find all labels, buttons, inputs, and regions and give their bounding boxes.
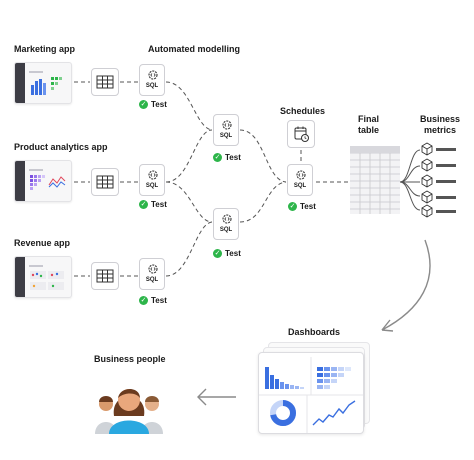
metric-cube-icon bbox=[421, 142, 456, 156]
test-label: Test bbox=[151, 296, 167, 305]
revenue-app-thumbnail bbox=[14, 256, 72, 298]
source-table-product-analytics bbox=[91, 168, 119, 196]
business-metrics-label: Business metrics bbox=[420, 114, 461, 135]
test-badge-marketing: ✓ Test bbox=[139, 100, 167, 109]
heatmap-chart-icon bbox=[29, 169, 66, 190]
check-icon: ✓ bbox=[288, 202, 297, 211]
test-label: Test bbox=[225, 249, 241, 258]
gear-code-icon bbox=[148, 264, 158, 274]
table-icon bbox=[96, 175, 114, 189]
source-table-marketing bbox=[91, 68, 119, 96]
sql-label: SQL bbox=[145, 183, 159, 189]
test-badge-intermediate-1: ✓ Test bbox=[213, 153, 241, 162]
automated-modelling-label: Automated modelling bbox=[148, 44, 240, 54]
dashboard-card-front bbox=[258, 352, 364, 434]
dashboard-charts bbox=[259, 357, 363, 433]
final-table-graphic bbox=[350, 146, 400, 214]
dashboard-bar-chart-icon bbox=[265, 367, 304, 389]
sql-node-product-analytics: SQL bbox=[139, 164, 165, 196]
sql-node-final: SQL bbox=[287, 164, 313, 196]
scatter-chart-icon bbox=[29, 265, 64, 290]
test-label: Test bbox=[300, 202, 316, 211]
table-icon bbox=[96, 269, 114, 283]
check-icon: ✓ bbox=[139, 100, 148, 109]
sql-node-revenue: SQL bbox=[139, 258, 165, 290]
product-analytics-app-label: Product analytics app bbox=[14, 142, 108, 152]
business-metrics-list bbox=[421, 142, 456, 218]
marketing-app-label: Marketing app bbox=[14, 44, 76, 54]
gear-code-icon bbox=[148, 170, 158, 180]
test-badge-revenue: ✓ Test bbox=[139, 296, 167, 305]
gear-code-icon bbox=[222, 120, 232, 130]
sql-label: SQL bbox=[219, 133, 233, 139]
test-badge-intermediate-2: ✓ Test bbox=[213, 249, 241, 258]
marketing-app-thumbnail bbox=[14, 62, 72, 104]
person-icon bbox=[109, 389, 149, 434]
business-people-illustration bbox=[95, 389, 163, 434]
test-label: Test bbox=[225, 153, 241, 162]
gear-code-icon bbox=[148, 70, 158, 80]
bar-chart-icon bbox=[29, 71, 62, 95]
gear-code-icon bbox=[222, 214, 232, 224]
check-icon: ✓ bbox=[213, 249, 222, 258]
check-icon: ✓ bbox=[139, 200, 148, 209]
sql-label: SQL bbox=[145, 277, 159, 283]
sql-node-marketing: SQL bbox=[139, 64, 165, 96]
revenue-app-label: Revenue app bbox=[14, 238, 71, 248]
product-analytics-app-thumbnail bbox=[14, 160, 72, 202]
sql-node-intermediate-1: SQL bbox=[213, 114, 239, 146]
test-badge-final: ✓ Test bbox=[288, 202, 316, 211]
check-icon: ✓ bbox=[213, 153, 222, 162]
schedules-node bbox=[287, 120, 315, 148]
sql-label: SQL bbox=[293, 183, 307, 189]
dashboard-line-chart-icon bbox=[312, 400, 356, 426]
final-table-label: Final table bbox=[358, 114, 380, 135]
gear-code-icon bbox=[296, 170, 306, 180]
dashboards-label: Dashboards bbox=[288, 327, 341, 337]
test-badge-product-analytics: ✓ Test bbox=[139, 200, 167, 209]
test-label: Test bbox=[151, 100, 167, 109]
table-icon bbox=[96, 75, 114, 89]
schedules-label: Schedules bbox=[280, 106, 326, 116]
business-people-label: Business people bbox=[94, 354, 166, 364]
dashboard-heatmap-icon bbox=[317, 367, 351, 389]
sql-label: SQL bbox=[145, 83, 159, 89]
sql-node-intermediate-2: SQL bbox=[213, 208, 239, 240]
source-table-revenue bbox=[91, 262, 119, 290]
dashboard-donut-chart-icon bbox=[270, 400, 296, 426]
sql-label: SQL bbox=[219, 227, 233, 233]
calendar-clock-icon bbox=[294, 126, 309, 142]
check-icon: ✓ bbox=[139, 296, 148, 305]
test-label: Test bbox=[151, 200, 167, 209]
